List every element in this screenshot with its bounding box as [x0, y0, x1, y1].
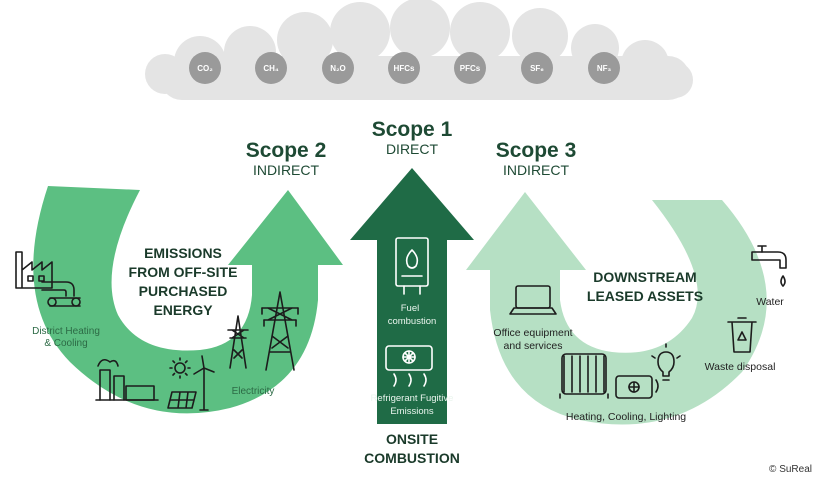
svg-text:LEASED ASSETS: LEASED ASSETS: [587, 288, 703, 304]
scope2-heading: Scope 2 INDIRECT: [246, 139, 327, 178]
scope2-title: Scope 2: [246, 139, 327, 162]
svg-text:CH₄: CH₄: [263, 64, 279, 73]
cloud-band: [145, 0, 693, 100]
factory-icon: [15, 251, 53, 289]
scope3-title: Scope 3: [496, 139, 577, 162]
scope3-subtitle: INDIRECT: [503, 162, 570, 178]
copyright: © SuReal: [769, 464, 812, 475]
offsite-energy-heading: EMISSIONS FROM OFF-SITE PURCHASED ENERGY: [129, 245, 238, 318]
heating-label: Heating, Cooling, Lighting: [566, 411, 686, 423]
office-label: Office equipment and services: [493, 327, 572, 352]
wind-turbine-icon: [193, 355, 215, 411]
svg-text:and services: and services: [504, 340, 563, 352]
refrigerant-label: Refrigerant Fugitive Emissions: [371, 393, 454, 417]
svg-text:& Cooling: & Cooling: [44, 338, 87, 349]
svg-text:Office equipment: Office equipment: [493, 327, 572, 339]
lightbulb-icon: [651, 343, 681, 381]
scope3-heading: Scope 3 INDIRECT: [496, 139, 577, 178]
radiator-icon: [559, 353, 609, 399]
onsite-combustion-heading: ONSITE COMBUSTION: [364, 431, 460, 466]
svg-text:CO₂: CO₂: [197, 64, 213, 73]
leased-assets-heading: DOWNSTREAM LEASED ASSETS: [587, 269, 703, 304]
pylon-icon: [227, 315, 249, 369]
svg-text:Fuel: Fuel: [401, 303, 419, 314]
svg-text:HFCs: HFCs: [394, 64, 415, 73]
svg-text:PURCHASED: PURCHASED: [139, 283, 228, 299]
gas-co2: CO₂: [189, 52, 221, 84]
scope1-arrow: [350, 168, 474, 424]
pylon-icon-large: [261, 291, 299, 371]
svg-text:ENERGY: ENERGY: [153, 302, 213, 318]
scope2-subtitle: INDIRECT: [253, 162, 320, 178]
district-heating-label: District Heating & Cooling: [32, 326, 100, 349]
svg-text:COMBUSTION: COMBUSTION: [364, 450, 460, 466]
svg-text:EMISSIONS: EMISSIONS: [144, 245, 222, 261]
svg-text:District Heating: District Heating: [32, 326, 100, 337]
tap-icon: [751, 245, 787, 287]
svg-text:SF₆: SF₆: [530, 64, 544, 73]
gas-hfcs: HFCs: [388, 52, 420, 84]
water-label: Water: [756, 296, 784, 308]
svg-text:combustion: combustion: [388, 316, 437, 327]
electricity-label: Electricity: [232, 386, 275, 397]
gas-sf6: SF₆: [521, 52, 553, 84]
gas-nf3: NF₃: [588, 52, 620, 84]
laptop-icon: [509, 285, 557, 315]
boiler-icon: [395, 237, 429, 295]
gas-pfcs: PFCs: [454, 52, 486, 84]
gas-ch4: CH₄: [255, 52, 287, 84]
svg-text:NF₃: NF₃: [597, 64, 612, 73]
scope2-arrow: [33, 186, 343, 414]
svg-text:N₂O: N₂O: [330, 64, 346, 73]
svg-text:PFCs: PFCs: [460, 64, 481, 73]
thermostat-ac-icon: [615, 375, 659, 399]
scope3-arrow: [466, 192, 767, 425]
air-conditioner-icon: [385, 345, 433, 387]
sun-icon: [169, 357, 191, 379]
svg-text:Emissions: Emissions: [390, 406, 434, 417]
svg-text:ONSITE: ONSITE: [386, 431, 438, 447]
svg-text:Refrigerant Fugitive: Refrigerant Fugitive: [371, 393, 454, 404]
recycle-bin-icon: [727, 317, 757, 353]
waste-label: Waste disposal: [705, 361, 776, 373]
solar-panel-icon: [167, 391, 197, 409]
scope1-title: Scope 1: [372, 118, 453, 141]
gas-list: CO₂ CH₄ N₂O HFCs PFCs SF₆ NF₃: [189, 52, 620, 84]
svg-text:FROM OFF-SITE: FROM OFF-SITE: [129, 264, 238, 280]
fuel-combustion-label: Fuel combustion: [388, 303, 437, 327]
scope1-heading: Scope 1 DIRECT: [372, 118, 453, 157]
svg-text:DOWNSTREAM: DOWNSTREAM: [593, 269, 696, 285]
scope1-subtitle: DIRECT: [386, 141, 439, 157]
power-plant-icon: [95, 358, 159, 401]
gas-n2o: N₂O: [322, 52, 354, 84]
pipes-icon: [41, 281, 81, 307]
